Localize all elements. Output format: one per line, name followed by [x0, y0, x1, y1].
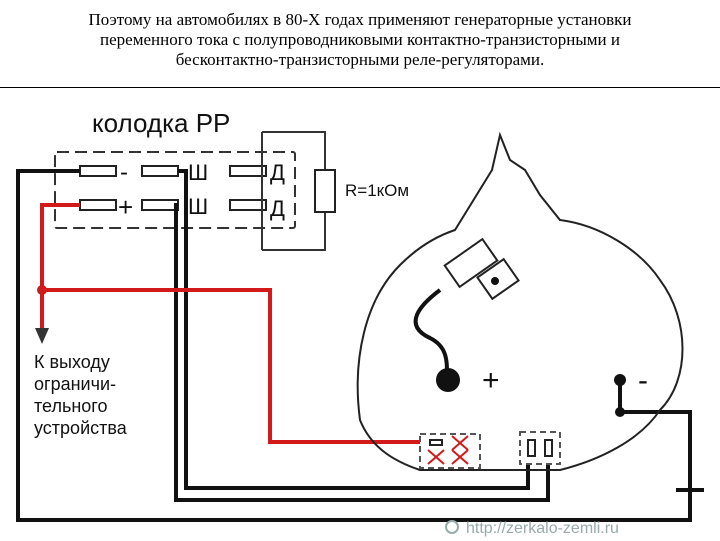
pin-minus-terminal: [79, 165, 117, 177]
caption-line-3: бесконтактно-транзисторными реле-регулят…: [175, 50, 545, 69]
crossed-terminal-pin: [429, 439, 443, 446]
resistor: [314, 169, 336, 213]
wire-red-plus: [40, 203, 80, 328]
pin-minus-label: -: [120, 159, 128, 186]
pin-plus-label: +: [118, 192, 133, 222]
arrow-label-line-3: тельного: [34, 396, 107, 416]
wire-black-sh-2: [174, 203, 550, 502]
arrow-down-icon: [35, 328, 49, 344]
connector-block: [54, 151, 296, 229]
field-plug-pin-1: [527, 439, 536, 457]
pin-d-bottom-label: Д: [270, 196, 285, 221]
caption-line-2: переменного тока с полупроводниковыми ко…: [100, 30, 620, 49]
connector-title: колодка РР: [92, 108, 230, 138]
brush-screw: [491, 277, 499, 285]
generator-body: [356, 131, 684, 471]
wire-black-ground: [16, 169, 692, 522]
globe-icon: [445, 520, 459, 534]
arrow-label-line-2: ограничи-: [34, 374, 116, 394]
pin-plus-terminal: [79, 199, 117, 211]
brush-holder: [443, 237, 499, 289]
brush-wire: [413, 288, 450, 379]
generator-plus-label: +: [482, 364, 500, 397]
slide-caption: Поэтому на автомобилях в 80-Х годах прим…: [0, 10, 720, 70]
pin-sh-bottom-label: Ш: [188, 194, 208, 219]
cross-mark-icon: [427, 435, 469, 465]
generator-minus-label: -: [638, 364, 648, 397]
pin-d-top-terminal: [229, 165, 267, 177]
generator-plus-terminal: [436, 368, 460, 392]
resistor-wire-bottom: [262, 212, 326, 251]
pin-d-bottom-terminal: [229, 199, 267, 211]
wire-red-branch: [42, 288, 430, 444]
diagram-frame: [0, 87, 720, 541]
pin-sh-top-terminal: [141, 165, 179, 177]
pin-sh-bottom-terminal: [141, 199, 179, 211]
arrow-label-line-1: К выходу: [34, 352, 110, 372]
resistor-wire: [262, 131, 326, 170]
wire-black-sh-1: [178, 169, 530, 490]
arrow-label-line-4: устройства: [34, 418, 128, 438]
field-plug-pin-2: [544, 439, 553, 457]
caption-line-1: Поэтому на автомобилях в 80-Х годах прим…: [88, 10, 632, 29]
watermark-text: http://zerkalo-zemli.ru: [466, 520, 619, 537]
field-plug: [519, 431, 561, 465]
pin-sh-top-label: Ш: [188, 160, 208, 185]
pin-d-top-label: Д: [270, 160, 285, 185]
resistor-label: R=1кОм: [345, 181, 409, 200]
junction-red: [37, 285, 47, 295]
